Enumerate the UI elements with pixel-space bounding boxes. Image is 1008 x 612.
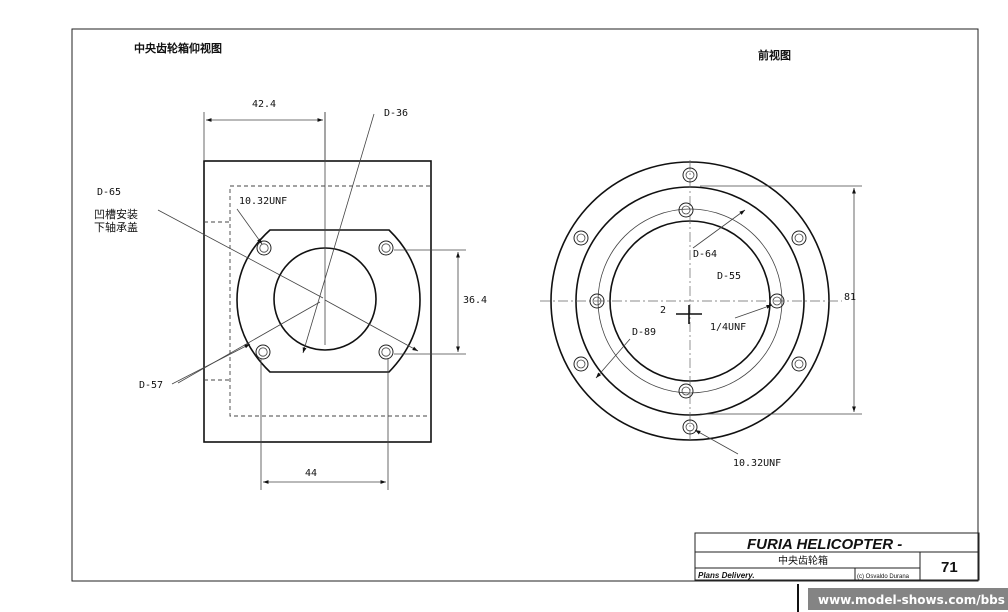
bolt-hole [255,344,271,360]
bolt-hole [256,240,272,256]
dim-center-offset-label: 2 [660,305,666,316]
bolt-hole-tap [381,347,391,357]
bolt-hole-tap [794,359,804,369]
dim-inner-circle-label: D-64 [693,249,717,260]
bolt-hole [378,240,394,256]
leader-line [177,301,321,384]
title-block-frame [694,532,980,581]
watermark: www.model-shows.com/bbs [808,588,1008,610]
leader-line [324,299,419,352]
dim-groove-dia-label: D-65 [97,187,121,198]
bolt-hole-tap [381,243,391,253]
bolt-hole [769,293,785,309]
leader-line [171,343,251,385]
bolt-hole-tap [576,359,586,369]
dim-width-top-label: 42.4 [252,99,276,110]
sheet-number: 71 [941,559,958,576]
bolt-hole [678,383,694,399]
leader-line [595,338,631,379]
bolt-hole-tap [681,205,691,215]
bolt-hole [682,167,698,183]
bolt-hole-tap [794,233,804,243]
watermark-background [808,588,1008,610]
bolt-hole-tap [592,296,602,306]
dim-hole-thread-label: 1/4UNF [710,322,746,333]
dim-outer-circle-label: D-89 [632,327,656,338]
bolt-hole [678,202,694,218]
bolt-hole-tap [681,386,691,396]
drawing-border [71,28,979,582]
groove-note-line2: 下轴承盖 [94,220,138,234]
bolt-hole [589,293,605,309]
designer-name: (c) Osvaldo Durana [857,574,910,580]
inner-bolt-holes [589,202,785,399]
front-view-title: 前视图 [758,48,791,62]
bolt-hole-tap [685,170,695,180]
bottom-view: 42.4 D-36 D-65 凹槽安装 下轴承盖 10.32UNF 36.4 D… [94,99,487,490]
dim-bottom-thread-label: 10.32UNF [733,458,781,469]
company-name: Plans Delivery. [698,571,755,580]
hole-thread-label: 10.32UNF [239,196,287,207]
bolt-hole-tap [772,296,782,306]
leader-line [694,429,739,455]
groove-note-line1: 凹槽安装 [94,207,138,221]
bolt-hole [378,344,394,360]
leader-line [236,208,263,245]
bolt-hole [791,356,807,372]
dim-width-bottom-label: 44 [305,468,317,479]
bolt-hole-tap [258,347,268,357]
leader-line [302,113,375,354]
dim-overall-height-label: 81 [844,292,856,303]
front-view: 2 D-64 D-55 D-89 1/4UNF 81 10.32UNF [540,160,862,469]
bolt-hole-tap [685,422,695,432]
outer-bolt-holes [573,167,807,435]
watermark-text: www.model-shows.com/bbs [818,593,1005,607]
dim-bore-label: D-55 [717,271,741,282]
bolt-holes [255,240,394,360]
bolt-hole [573,230,589,246]
bolt-hole [791,230,807,246]
bottom-view-title: 中央齿轮箱仰视图 [134,41,222,55]
leader-line [692,209,746,249]
leader-line [157,209,324,299]
bolt-hole [682,419,698,435]
part-name: 中央齿轮箱 [778,554,828,567]
mounting-flange [236,229,421,373]
dim-flange-dia-label: D-57 [139,380,163,391]
hidden-outline [229,185,430,417]
title-block: FURIA HELICOPTER - 中央齿轮箱 Plans Delivery.… [694,532,980,581]
dim-height-label: 36.4 [463,295,487,306]
bolt-hole [573,356,589,372]
bolt-hole-tap [576,233,586,243]
dim-bore-dia-label: D-36 [384,108,408,119]
project-title: FURIA HELICOPTER - [747,536,902,553]
bolt-hole-tap [259,243,269,253]
leader-line [734,304,773,319]
gearbox-outline [203,160,432,443]
